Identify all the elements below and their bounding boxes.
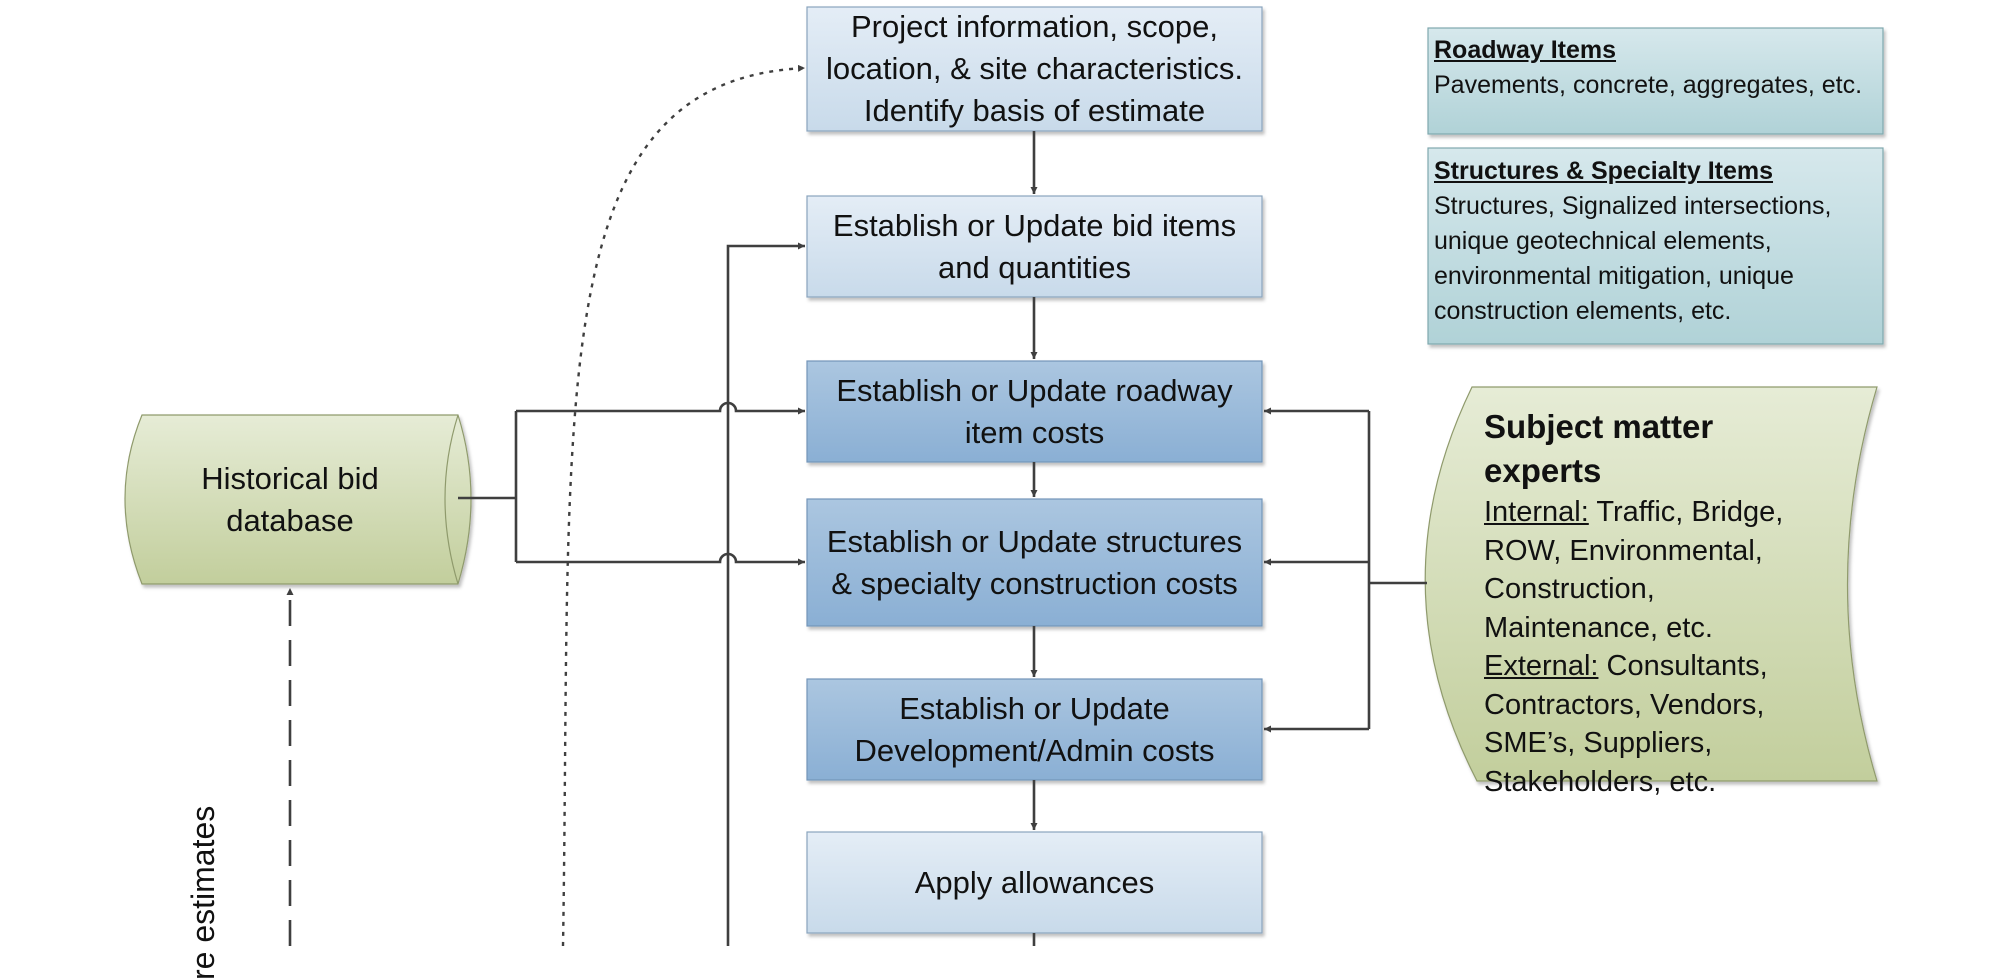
loop-to-bid-items [726, 242, 805, 946]
legend-structures-body: Structures, Signalized intersections, un… [1434, 192, 1832, 325]
dotted-arrow-to-project-info [561, 64, 806, 946]
historical-db-text: Historical bid database [201, 460, 379, 538]
sme-internal-text: Traffic, Bridge, ROW, Environmental, Con… [1484, 496, 1784, 644]
box-roadway-costs [806, 360, 1263, 463]
legend-structures: Structures & Specialty Items Structures,… [1434, 154, 1874, 329]
sme-shape [1424, 386, 1878, 782]
box-text-bid-items: Establish or Update bid items and quanti… [832, 207, 1237, 285]
connector-sme-split [1367, 411, 1427, 729]
box-label-allowances: Apply allowances [807, 832, 1262, 933]
box-label-admin-costs: Establish or Update Development/Admin co… [807, 679, 1262, 780]
box-admin-costs [806, 678, 1263, 781]
legend-structures-title: Structures & Specialty Items [1434, 157, 1774, 185]
legend-roadway-title: Roadway Items [1434, 36, 1617, 64]
box-text-project-info: Project information, scope, location, & … [826, 9, 1243, 128]
sme-text: Subject matter experts Internal: Traffic… [1484, 405, 1824, 801]
box-project-info [806, 6, 1263, 132]
box-label-bid-items: Establish or Update bid items and quanti… [807, 196, 1262, 297]
sme-external-label: External: [1484, 650, 1599, 682]
box-text-roadway-costs: Establish or Update roadway item costs [836, 372, 1233, 450]
arrow-db-to-structures [516, 552, 805, 566]
legend-roadway: Roadway Items Pavements, concrete, aggre… [1434, 33, 1874, 103]
historical-db-rim [444, 414, 459, 585]
sme-internal-label: Internal: [1484, 496, 1589, 528]
legend-box-structures [1427, 147, 1884, 345]
legend-roadway-body: Pavements, concrete, aggregates, etc. [1434, 71, 1863, 99]
box-text-admin-costs: Establish or Update Development/Admin co… [854, 690, 1215, 768]
box-label-project-info: Project information, scope, location, & … [807, 7, 1262, 131]
box-allowances [806, 831, 1263, 934]
box-text-structures-costs: Establish or Update structures & special… [826, 523, 1243, 601]
box-structures-costs [806, 498, 1263, 627]
arrow-db-to-roadway [516, 401, 805, 415]
box-bid-items [806, 195, 1263, 298]
vertical-side-label: re estimates [185, 805, 221, 980]
process-flow-diagram [124, 6, 1884, 946]
sme-external-text: Consultants, Contractors, Vendors, SME’s… [1484, 650, 1768, 798]
connector-db-split [458, 411, 518, 562]
legend-box-roadway [1427, 27, 1884, 135]
box-text-allowances: Apply allowances [914, 864, 1155, 900]
box-label-roadway-costs: Establish or Update roadway item costs [807, 361, 1262, 462]
box-label-structures-costs: Establish or Update structures & special… [807, 499, 1262, 626]
sme-title: Subject matter experts [1484, 408, 1714, 489]
historical-db-label: Historical bid database [150, 415, 430, 584]
